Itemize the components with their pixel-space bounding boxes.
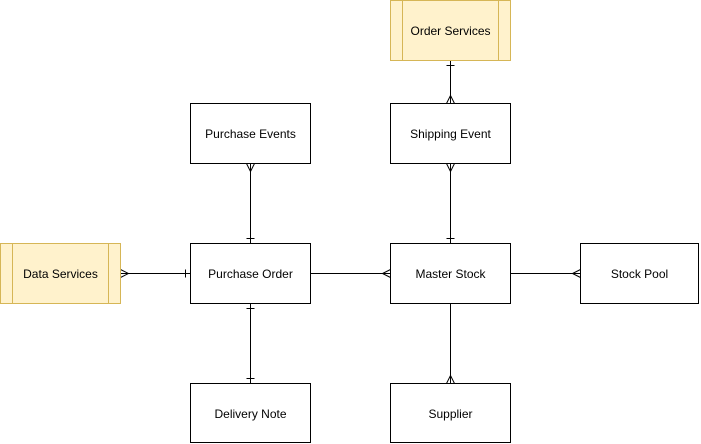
node-label: Stock Pool <box>611 267 668 281</box>
node-label: Shipping Event <box>410 127 491 141</box>
crow-foot-marker <box>446 94 455 104</box>
crow-foot-marker <box>446 374 455 384</box>
node-label: Master Stock <box>415 267 486 281</box>
node-label: Purchase Events <box>205 127 296 141</box>
process-box <box>390 0 511 61</box>
stock-pool-entity[interactable]: Stock Pool <box>580 243 699 304</box>
master-stock-entity[interactable]: Master Stock <box>390 243 511 304</box>
node-label: Data Services <box>23 267 98 281</box>
markers-layer <box>120 65 581 384</box>
entity-box <box>580 243 699 304</box>
entity-box <box>190 383 311 443</box>
data-services-process[interactable]: Data Services <box>0 243 121 304</box>
purchase-events-entity[interactable]: Purchase Events <box>190 103 311 164</box>
crow-foot-marker <box>246 163 255 173</box>
crow-foot-marker <box>120 269 130 278</box>
crow-foot-marker <box>446 163 455 173</box>
node-label: Purchase Order <box>208 267 293 281</box>
edges-layer <box>120 60 581 384</box>
node-label: Supplier <box>428 407 472 421</box>
shipping-event-entity[interactable]: Shipping Event <box>390 103 511 164</box>
entity-box <box>390 103 511 164</box>
crow-foot-marker <box>571 269 581 278</box>
delivery-note-entity[interactable]: Delivery Note <box>190 383 311 443</box>
entity-box <box>390 383 511 443</box>
purchase-order-entity[interactable]: Purchase Order <box>190 243 311 304</box>
node-label: Delivery Note <box>214 407 286 421</box>
process-box <box>0 243 121 304</box>
entity-box <box>390 243 511 304</box>
entity-box <box>190 243 311 304</box>
entity-box <box>190 103 311 164</box>
crow-foot-marker <box>381 269 391 278</box>
node-label: Order Services <box>410 24 490 38</box>
order-services-process[interactable]: Order Services <box>390 0 511 61</box>
supplier-entity[interactable]: Supplier <box>390 383 511 443</box>
